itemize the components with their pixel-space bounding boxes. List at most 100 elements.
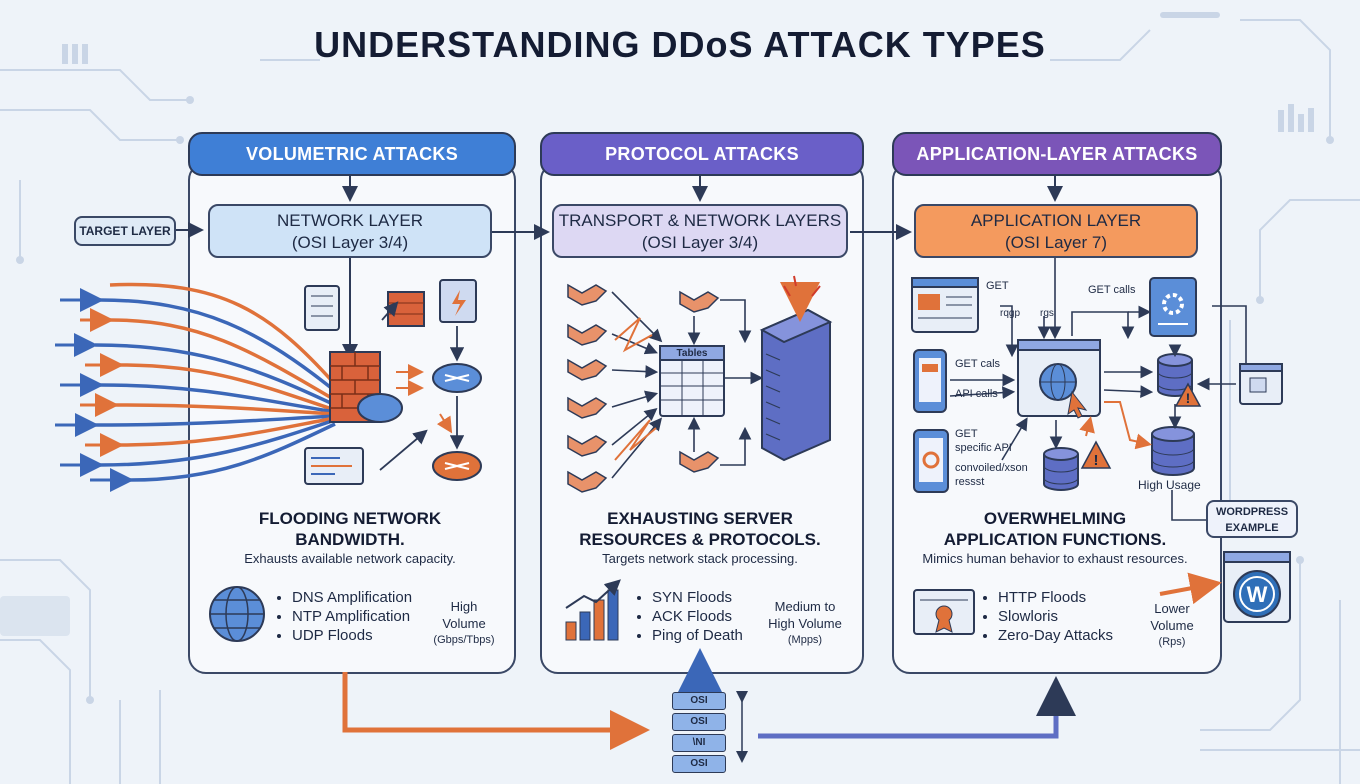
label-rqgp: rqgp	[1000, 308, 1021, 319]
volume-line2: Volume	[442, 616, 486, 631]
flood-arrowheads	[55, 288, 134, 492]
volume-line1: Lower	[1154, 601, 1190, 616]
protocol-header: PROTOCOL ATTACKS	[540, 132, 864, 176]
application-heading: OVERWHELMING APPLICATION FUNCTIONS.	[900, 508, 1210, 550]
warning-icon-1: !	[1174, 382, 1202, 407]
tables-icon	[659, 345, 725, 417]
volumetric-bullets: DNS Amplification NTP Amplification UDP …	[276, 588, 452, 645]
application-heading-line2: APPLICATION FUNCTIONS.	[943, 530, 1167, 549]
volumetric-volume: High Volume (Gbps/Tbps)	[420, 598, 508, 649]
bullet-item: ACK Floods	[652, 607, 782, 626]
protocol-volume: Medium to High Volume (Mpps)	[756, 598, 854, 649]
osi-layer-block: OSI	[672, 755, 726, 773]
transport-layer-subtitle: (OSI Layer 3/4)	[641, 233, 759, 252]
router-icon	[432, 363, 482, 393]
certificate-icon	[913, 589, 975, 635]
application-heading-line1: OVERWHELMING	[983, 509, 1127, 528]
target-layer-tag: TARGET LAYER	[74, 216, 176, 246]
server-list-icon	[304, 285, 340, 331]
bullet-item: UDP Floods	[292, 626, 452, 645]
firewall-icon	[329, 351, 403, 423]
application-layer-box: APPLICATION LAYER (OSI Layer 7)	[914, 204, 1198, 258]
handshake-icons	[567, 283, 720, 493]
application-bullets: HTTP Floods Slowloris Zero-Day Attacks	[982, 588, 1148, 645]
wordpress-window-icon: W	[1223, 551, 1291, 623]
label-get-calls-top: GET calls	[1088, 284, 1136, 296]
database-icon-2	[1151, 426, 1195, 476]
osi-layer-block: OSI	[672, 692, 726, 710]
database-icon-3	[1043, 447, 1079, 491]
label-get-2: GET	[955, 428, 978, 440]
page-title: UNDERSTANDING DDoS ATTACK TYPES	[314, 24, 1046, 65]
side-window-icon	[1239, 363, 1283, 405]
settings-window-icon	[1149, 277, 1197, 337]
flood-streams	[94, 282, 342, 482]
bullet-item: DNS Amplification	[292, 588, 452, 607]
label-get-1: GET	[986, 280, 1009, 292]
label-specific-api: specific API	[955, 442, 1012, 454]
bullet-item: HTTP Floods	[998, 588, 1148, 607]
wordpress-tag: WORDPRESS EXAMPLE	[1206, 500, 1298, 538]
protocol-orange-lines	[614, 317, 657, 461]
protocol-heading: EXHAUSTING SERVER RESOURCES & PROTOCOLS.	[550, 508, 850, 550]
volumetric-header: VOLUMETRIC ATTACKS	[188, 132, 516, 176]
volume-line1: Medium to	[774, 599, 836, 614]
volume-line2: High Volume	[768, 616, 842, 631]
mobile-icon-1	[913, 349, 947, 413]
volume-unit: (Gbps/Tbps)	[433, 634, 495, 646]
orange-burst-arrows	[396, 364, 453, 434]
network-layer-subtitle: (OSI Layer 3/4)	[291, 233, 409, 252]
protocol-arrows	[611, 291, 764, 479]
file-lightning-icon	[439, 279, 477, 323]
volumetric-inner-arrows	[379, 301, 465, 471]
volumetric-heading-line2: BANDWIDTH.	[295, 530, 405, 549]
volume-unit: (Mpps)	[787, 634, 823, 646]
globe-icon	[209, 586, 265, 642]
application-header: APPLICATION-LAYER ATTACKS	[892, 132, 1222, 176]
label-high-usage: High Usage	[1138, 478, 1201, 492]
transport-layer-title: TRANSPORT & NETWORK LAYERS	[558, 211, 842, 230]
network-layer-title: NETWORK LAYER	[276, 211, 424, 230]
wordpress-arrow	[1159, 572, 1222, 605]
bullet-item: NTP Amplification	[292, 607, 452, 626]
bottom-purple-flow	[758, 676, 1076, 739]
volumetric-subtitle: Exhausts available network capacity.	[244, 551, 456, 566]
mobile-icon-2	[913, 429, 949, 493]
server-rack-icon	[759, 275, 833, 462]
growth-chart-icon	[565, 579, 621, 641]
osi-layer-block: OSI	[672, 713, 726, 731]
application-layer-subtitle: (OSI Layer 7)	[1004, 233, 1108, 252]
router-orange-icon	[432, 451, 482, 481]
label-convoiled: convoiled/xson	[955, 462, 1028, 474]
label-rgs: rgs	[1040, 308, 1054, 319]
transport-layer-box: TRANSPORT & NETWORK LAYERS (OSI Layer 3/…	[552, 204, 848, 258]
tables-label: Tables	[676, 348, 708, 359]
protocol-heading-line1: EXHAUSTING SERVER	[607, 509, 793, 528]
network-layer-box: NETWORK LAYER (OSI Layer 3/4)	[208, 204, 492, 258]
browser-globe-icon	[1017, 339, 1101, 419]
volumetric-heading: FLOODING NETWORK BANDWIDTH.	[200, 508, 500, 550]
svg-text:!: !	[1186, 390, 1191, 406]
osi-stack: OSI OSI \NI OSI	[672, 692, 728, 773]
volume-line1: High	[450, 599, 478, 614]
bullet-item: SYN Floods	[652, 588, 782, 607]
protocol-bullets: SYN Floods ACK Floods Ping of Death	[636, 588, 782, 645]
label-ressst: ressst	[955, 476, 985, 488]
volume-unit: (Rps)	[1158, 636, 1186, 648]
bullet-item: Zero-Day Attacks	[998, 626, 1148, 645]
protocol-heading-line2: RESOURCES & PROTOCOLS.	[579, 530, 821, 549]
bottom-orange-flow	[342, 672, 650, 750]
application-layer-title: APPLICATION LAYER	[970, 211, 1142, 230]
bullet-item: Slowloris	[998, 607, 1148, 626]
application-volume: Lower Volume (Rps)	[1132, 600, 1212, 651]
label-get-cals: GET cals	[955, 358, 1001, 370]
svg-text:W: W	[1247, 582, 1268, 607]
protocol-subtitle: Targets network stack processing.	[602, 551, 798, 566]
code-window-icon	[304, 447, 364, 485]
app-window-top-left	[911, 277, 979, 333]
wordpress-connector	[1212, 305, 1247, 364]
application-orange-arrows	[1079, 401, 1152, 450]
